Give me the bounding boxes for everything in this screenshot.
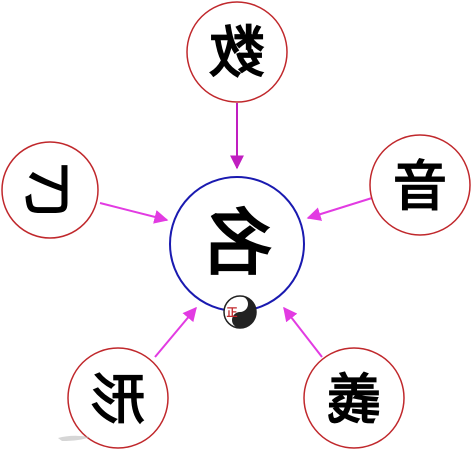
node-yi-ring [303,347,405,449]
node-yin: 音 [369,134,471,236]
node-xing-ring [67,347,169,449]
node-yin-char: 音 [393,154,447,218]
node-xing-char: 形 [91,367,145,431]
arrow-from-bi [99,202,169,224]
seal-text: 正 [227,306,238,319]
node-bi-ring [1,141,99,239]
node-shu-ring [186,1,288,103]
arrow-from-yi [283,306,323,358]
node-shu-char: 数 [209,20,265,86]
center-char: 名 [201,200,273,285]
node-xing: 形 [67,347,169,449]
node-shu: 数 [186,1,288,103]
node-bi: 匕 [1,141,99,239]
yin-yang-seal-icon: 正 [223,295,257,329]
arrow-from-xing [154,306,197,358]
center-node: 名 正 [169,176,305,329]
node-yin-ring [369,134,471,236]
node-yi: 義 [303,347,405,449]
node-yi-char: 義 [327,367,381,431]
brush-smudge [58,435,90,441]
arrow-from-yin [306,197,373,221]
node-bi-char: 匕 [23,159,77,223]
